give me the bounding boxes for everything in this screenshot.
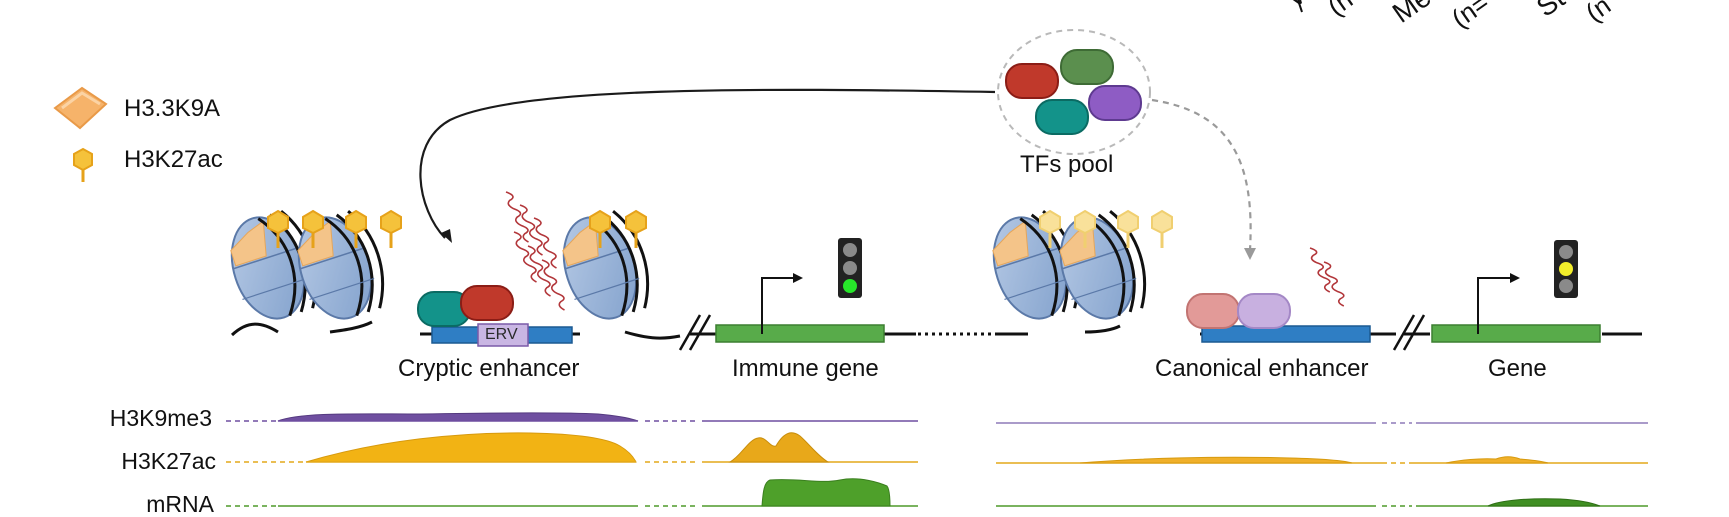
erna-squiggle-right-1 (1309, 247, 1331, 293)
erv-label: ERV (485, 326, 518, 343)
nucleosome-group (230, 210, 1146, 320)
acetyl-mark-left-4 (380, 209, 402, 248)
traffic-light-green-icon (838, 238, 862, 298)
canonical-enhancer-label: Canonical enhancer (1155, 355, 1369, 382)
track-h3k9me3 (226, 412, 1648, 424)
tf-recruitment-arrowhead (441, 229, 452, 243)
gene-tss-arrowhead (1510, 273, 1520, 283)
erna-transcripts-left (505, 191, 565, 311)
erna-transcripts-right (1309, 247, 1345, 307)
acetyl-mark-left-6 (625, 209, 647, 248)
signal-tracks (226, 412, 1648, 507)
acetyl-mark-left-3 (345, 209, 367, 248)
erna-squiggle-left-2 (519, 204, 543, 256)
nucleosome-right-2 (1059, 210, 1146, 320)
immune-gene-tss-arrow (761, 277, 795, 334)
acetyl-mark-right-2 (1074, 209, 1096, 248)
track-h3k27ac (226, 432, 1648, 465)
immune-gene-label: Immune gene (732, 355, 879, 382)
acetyl-mark-left-5 (589, 209, 611, 248)
tf-pool-cluster (997, 29, 1151, 155)
tf-red-bound (460, 285, 514, 321)
gene-tss-arrow (1477, 277, 1512, 334)
acetyl-mark-right-1 (1039, 209, 1061, 248)
h3k27ac-acetyl-mark-icon (73, 147, 93, 182)
erv-box (477, 323, 529, 347)
gene-label: Gene (1488, 355, 1547, 382)
track-label-h3k9me3: H3K9me3 (109, 405, 212, 431)
corner-fragment-marks (1297, 0, 1303, 13)
h3-3k9a-histone-wedge-icon (53, 86, 108, 130)
track-label-h3k27ac: H3K27ac (121, 448, 216, 474)
immune-gene-box (715, 324, 885, 343)
immune-gene-tss-arrowhead (793, 273, 803, 283)
tf-lilac-bound-faded (1237, 293, 1291, 329)
erna-squiggle-left-6 (541, 259, 565, 311)
erna-squiggle-right-2 (1323, 261, 1345, 307)
tf-dashed-arrow (1151, 98, 1252, 251)
cryptic-enhancer-label: Cryptic enhancer (398, 355, 580, 382)
erna-squiggle-left-4 (513, 231, 537, 283)
tf-pink-bound-faded (1186, 293, 1240, 329)
acetyl-mark-right-4 (1151, 209, 1173, 248)
tf-dashed-arrowhead (1244, 248, 1256, 260)
erna-squiggle-left-3 (533, 217, 557, 269)
acetyl-mark-left-2 (302, 209, 324, 248)
tf-pool-label: TFs pool (1020, 151, 1114, 178)
track-label-mrna: mRNA (146, 491, 214, 517)
acetyl-mark-right-3 (1117, 209, 1139, 248)
legend-label-h3-3k9a: H3.3K9A (124, 95, 221, 122)
gene-box (1431, 324, 1601, 343)
traffic-light-yellow-icon (1554, 240, 1578, 298)
nucleosome-left-2 (297, 210, 384, 320)
canonical-enhancer-dna-bar (1201, 325, 1371, 343)
tf-recruitment-arrow (419, 88, 996, 239)
acetyl-mark-group (267, 209, 1173, 248)
track-mrna (226, 478, 1648, 507)
legend-label-h3k27ac: H3K27ac (124, 146, 223, 173)
acetyl-mark-left-1 (267, 209, 289, 248)
left-locus (230, 314, 1000, 351)
erna-squiggle-left-5 (527, 245, 551, 297)
erna-squiggle-left-1 (505, 191, 529, 243)
nucleosome-left-3 (562, 210, 649, 320)
